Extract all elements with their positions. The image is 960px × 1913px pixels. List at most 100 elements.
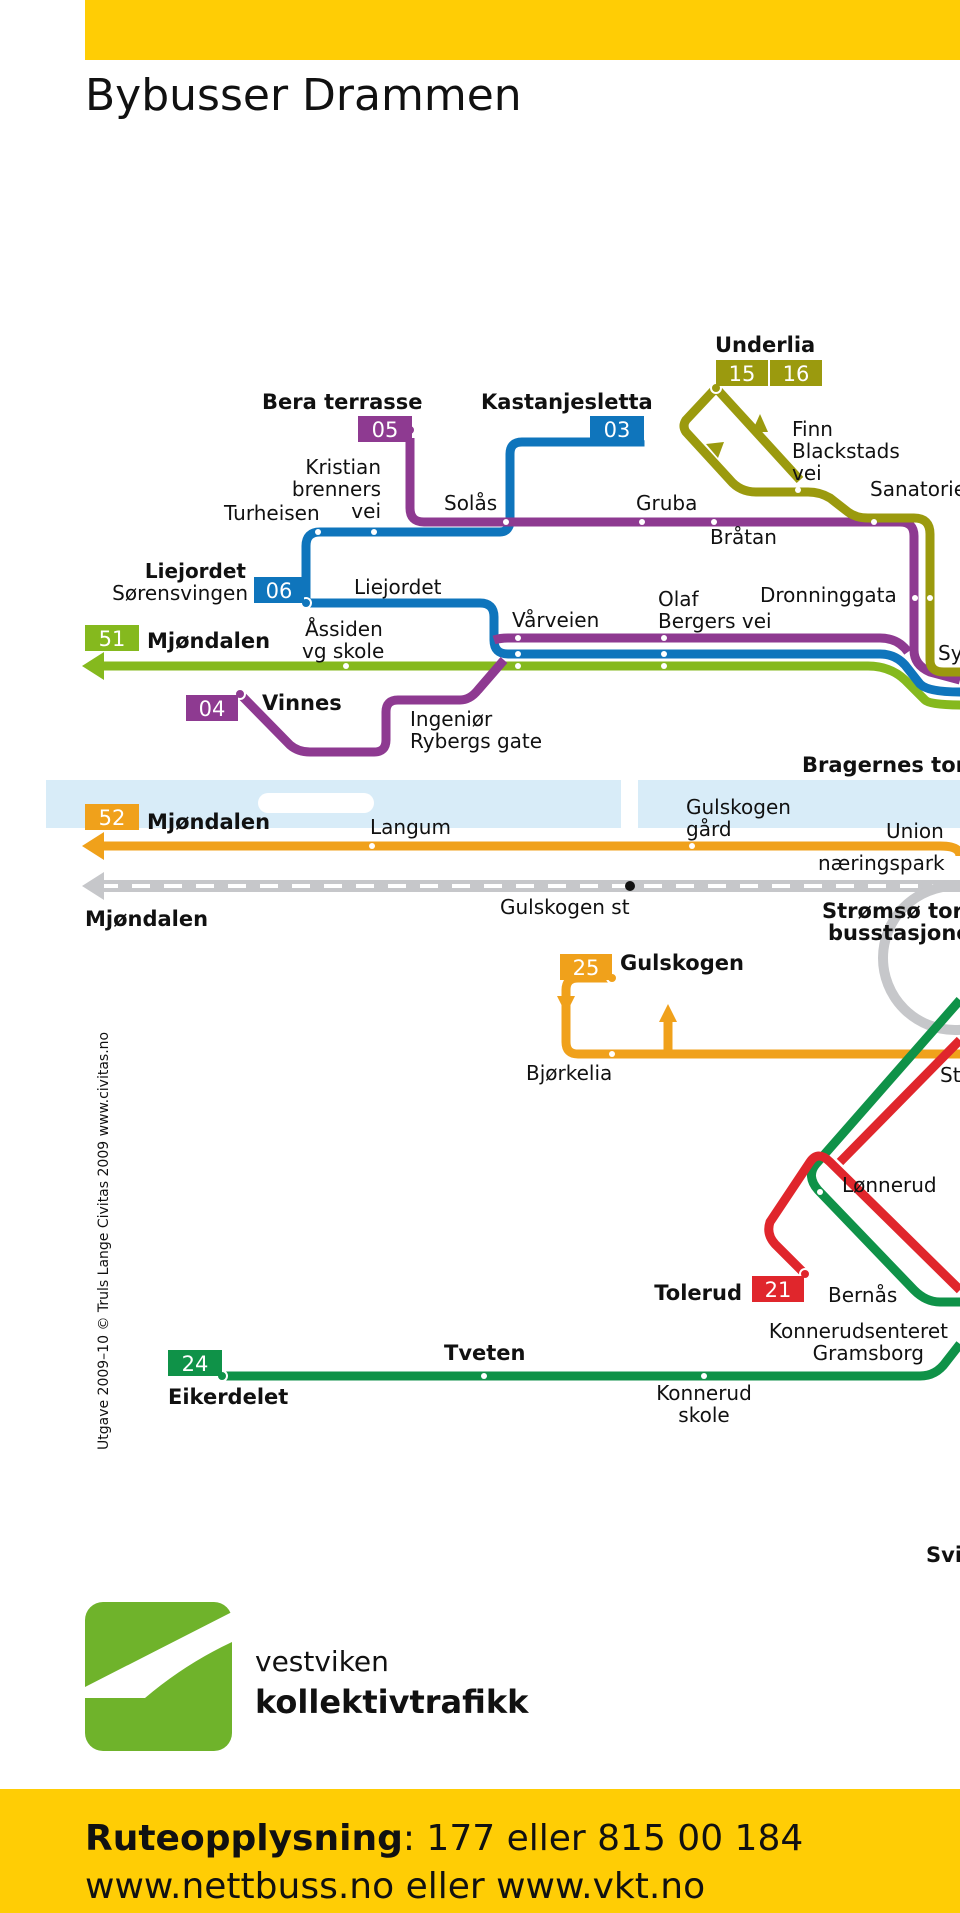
badge-21-bg xyxy=(752,1276,804,1302)
badge-51: 51 xyxy=(99,627,126,651)
route-15-16-arrow-down xyxy=(706,442,724,458)
badge-24-bg xyxy=(168,1350,222,1376)
stop-konnerudsenteret: Konnerudsenteret xyxy=(769,1319,948,1343)
stop-gulskogen-gard-1: Gulskogen xyxy=(686,795,791,819)
stop-union-1: Union xyxy=(886,819,944,843)
stop-varveien: Vårveien xyxy=(512,608,599,632)
stop-bernas: Bernås xyxy=(828,1283,897,1307)
stop-tolerud: Tolerud xyxy=(654,1281,742,1305)
stop-stromso-2: busstasjone xyxy=(828,921,960,945)
route-15-16-line xyxy=(679,384,960,677)
stop-liejordet-bold: Liejordet xyxy=(145,559,247,583)
route-05-line xyxy=(405,438,960,685)
route-25-loop xyxy=(561,973,960,1059)
stop-gruba: Gruba xyxy=(636,491,697,515)
route-green-line xyxy=(807,997,960,1307)
stop-finn-2: Blackstads xyxy=(792,439,900,463)
badge-05-bg xyxy=(358,416,412,442)
badge-52: 52 xyxy=(99,806,126,830)
stop-finn-3: vei xyxy=(792,461,822,485)
top-banner xyxy=(85,0,960,60)
stop-liejordet: Liejordet xyxy=(354,575,442,599)
route-info-label: Ruteopplysning xyxy=(85,1818,403,1859)
stop-turheisen: Turheisen xyxy=(223,501,320,525)
stop-solas: Solås xyxy=(444,491,497,515)
stop-svi: Svi xyxy=(926,1543,960,1567)
stop-dronninggata: Dronninggata xyxy=(760,583,897,607)
route-25-loop-side xyxy=(612,978,660,1054)
stop-konnerud-skole-1: Konnerud xyxy=(656,1381,752,1405)
stop-gramsborg: Gramsborg xyxy=(813,1341,924,1365)
stop-vinnes: Vinnes xyxy=(262,691,342,715)
stop-bratan: Bråtan xyxy=(710,525,777,549)
stop-mjondalen-rail: Mjøndalen xyxy=(85,907,208,931)
stop-eikerdelet: Eikerdelet xyxy=(168,1385,288,1409)
badge-06: 06 xyxy=(266,579,293,603)
stop-bragernes: Bragernes tor xyxy=(802,753,960,777)
stop-finn-1: Finn xyxy=(792,417,833,441)
route-21-line xyxy=(764,1151,960,1294)
badge-05: 05 xyxy=(372,418,399,442)
badge-21: 21 xyxy=(765,1278,792,1302)
badge-15-bg xyxy=(716,360,768,386)
footer-banner xyxy=(0,1789,960,1913)
route-25-arrow-down xyxy=(557,996,575,1014)
stop-ingenior-2: Rybergs gate xyxy=(410,729,542,753)
page-title: Bybusser Drammen xyxy=(85,70,522,121)
stop-union-2: næringspark xyxy=(818,851,945,875)
badge-25: 25 xyxy=(573,956,600,980)
badge-15: 15 xyxy=(729,362,756,386)
stop-gulskogen-st xyxy=(625,881,635,891)
river-island xyxy=(258,793,374,813)
stop-mjondalen-51: Mjøndalen xyxy=(147,629,270,653)
vestviken-logo-icon xyxy=(85,1602,232,1751)
route-info: Ruteopplysning: 177 eller 815 00 184 xyxy=(85,1818,803,1859)
route-15-16-arrow-up xyxy=(752,414,768,432)
badge-25-bg xyxy=(560,954,612,980)
badge-03: 03 xyxy=(604,418,631,442)
stop-gulskogen: Gulskogen xyxy=(620,951,744,975)
badge-03-bg xyxy=(590,416,644,442)
stop-bera-terrasse: Bera terrasse xyxy=(262,390,423,414)
river-band-right xyxy=(638,780,960,828)
badge-16-bg xyxy=(770,360,822,386)
badge-52-bg xyxy=(85,804,139,830)
stop-lonnerud: Lønnerud xyxy=(842,1173,937,1197)
brand-tagline: kollektivtrafikk xyxy=(255,1683,529,1721)
route-04-line xyxy=(236,657,508,757)
stop-bjorkelia: Bjørkelia xyxy=(526,1061,612,1085)
route-15-16-return xyxy=(712,384,804,484)
badge-06-bg xyxy=(254,577,304,603)
route-06-line xyxy=(301,436,645,603)
badge-04-bg xyxy=(186,695,238,721)
badge-16: 16 xyxy=(783,362,810,386)
stop-mjondalen-52: Mjøndalen xyxy=(147,810,270,834)
route-05-lower xyxy=(492,633,912,655)
brand-name: vestviken xyxy=(255,1645,389,1678)
route-24-line xyxy=(222,1341,960,1381)
route-06-east xyxy=(306,598,960,697)
stop-assiden-1: Åssiden xyxy=(305,617,383,641)
stop-ingenior-1: Ingeniør xyxy=(410,707,493,731)
route-51-arrow xyxy=(82,652,104,680)
stop-underlia: Underlia xyxy=(715,333,815,357)
route-25-arrow-up xyxy=(659,1004,677,1022)
stop-langum: Langum xyxy=(370,815,451,839)
stop-gulskogen-gard-2: gård xyxy=(686,817,732,841)
stop-konnerud-skole-2: skole xyxy=(678,1403,729,1427)
stop-olaf-1: Olaf xyxy=(658,587,700,611)
route-52-arrow xyxy=(82,832,104,860)
stop-sy: Sy xyxy=(938,641,960,665)
stop-kristian-1: Kristian xyxy=(305,455,381,479)
stop-st: St xyxy=(940,1063,960,1087)
badge-24: 24 xyxy=(182,1352,209,1376)
stop-sorensvingen: Sørensvingen xyxy=(112,581,248,605)
stop-gulskogen-st: Gulskogen st xyxy=(500,895,630,919)
stop-kristian-3: vei xyxy=(351,499,381,523)
route-51-line xyxy=(100,661,960,710)
badge-51-bg xyxy=(85,625,139,651)
stop-stromso-1: Strømsø tor xyxy=(822,899,960,923)
stop-olaf-2: Bergers vei xyxy=(658,609,772,633)
badge-04: 04 xyxy=(199,697,226,721)
stop-kastanjesletta: Kastanjesletta xyxy=(481,390,653,414)
